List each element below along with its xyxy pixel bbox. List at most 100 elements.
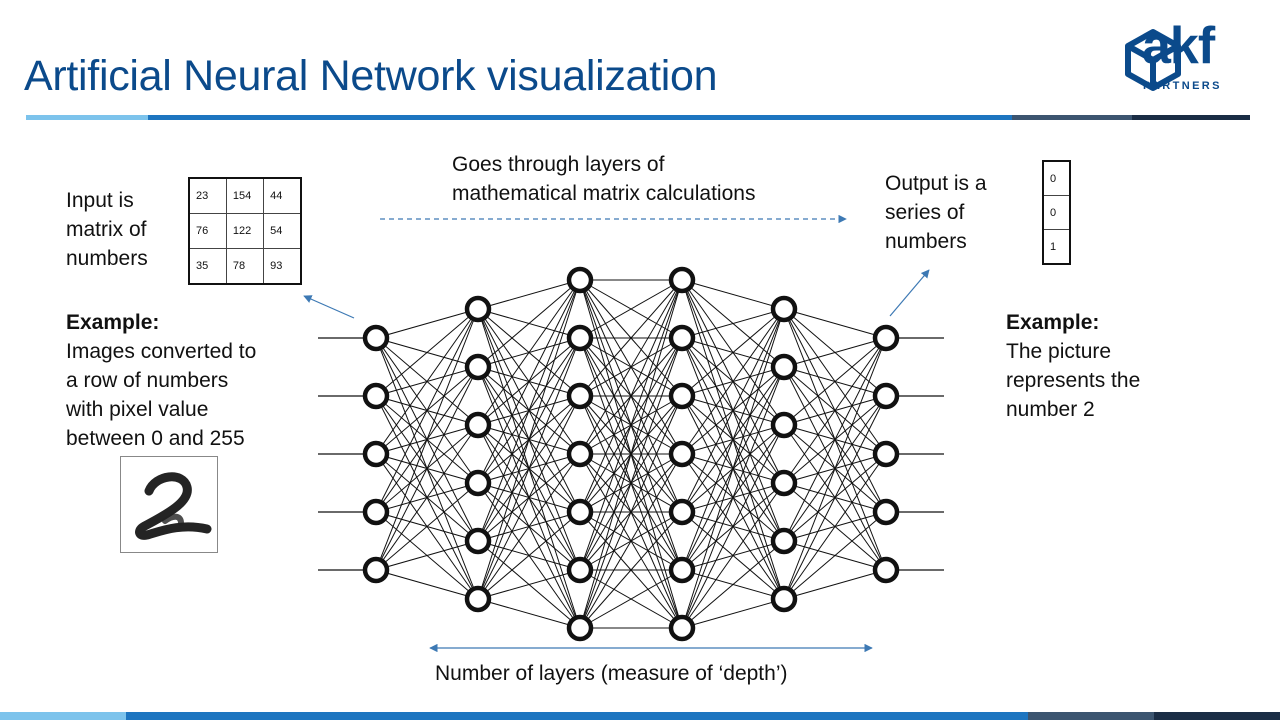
network-edge bbox=[681, 279, 785, 310]
neuron-node-layer-2 bbox=[464, 295, 492, 323]
brand-subtitle: PARTNERS bbox=[1143, 80, 1222, 92]
matrix-cell: 154 bbox=[225, 177, 265, 214]
network-edge bbox=[477, 453, 581, 600]
network-edge bbox=[681, 598, 785, 629]
network-edge bbox=[579, 569, 683, 629]
neuron-node-layer-4 bbox=[668, 498, 696, 526]
neuron-node-layer-6 bbox=[872, 440, 900, 468]
right-example: Example: The picture represents the numb… bbox=[1006, 308, 1140, 424]
input-pointer-arrow bbox=[303, 295, 355, 319]
neuron-node-layer-3 bbox=[566, 614, 594, 642]
neuron-node-layer-4 bbox=[668, 440, 696, 468]
neuron-node-layer-4 bbox=[668, 324, 696, 352]
matrix-cell: 78 bbox=[225, 248, 265, 285]
footer-bar-mid bbox=[126, 712, 1028, 720]
network-edge bbox=[681, 540, 785, 629]
matrix-cell: 35 bbox=[188, 248, 227, 285]
network-edge bbox=[477, 279, 581, 426]
network-edge bbox=[579, 453, 683, 629]
matrix-cell: 54 bbox=[263, 213, 302, 249]
network-edge bbox=[579, 279, 683, 571]
matrix-row: 76 122 54 bbox=[188, 213, 302, 249]
neuron-node-layer-1 bbox=[362, 498, 390, 526]
neuron-node-layer-4 bbox=[668, 556, 696, 584]
network-edge bbox=[681, 308, 785, 629]
network-edge bbox=[783, 337, 887, 426]
neuron-node-layer-3 bbox=[566, 498, 594, 526]
matrix-row: 35 78 93 bbox=[188, 248, 302, 285]
network-edge bbox=[477, 279, 581, 542]
footer-bar-dark bbox=[1028, 712, 1154, 720]
network-edge bbox=[681, 308, 785, 339]
vector-cell: 1 bbox=[1042, 229, 1071, 265]
network-edge bbox=[783, 308, 887, 339]
network-edge bbox=[783, 395, 887, 600]
input-label: Input is matrix of numbers bbox=[66, 189, 148, 270]
network-edge bbox=[477, 569, 581, 600]
network-edge bbox=[579, 279, 683, 629]
matrix-cell: 93 bbox=[263, 248, 302, 285]
network-edge bbox=[681, 366, 785, 629]
network-edge bbox=[579, 511, 683, 629]
neuron-node-layer-2 bbox=[464, 585, 492, 613]
header-bar-dark bbox=[1012, 115, 1132, 120]
network-edge bbox=[375, 424, 479, 571]
neuron-node-layer-1 bbox=[362, 440, 390, 468]
digit-two-icon bbox=[135, 472, 212, 540]
network-edge bbox=[477, 598, 581, 629]
neuron-node-layer-1 bbox=[362, 324, 390, 352]
matrix-cell: 23 bbox=[188, 177, 227, 214]
neuron-node-layer-2 bbox=[464, 411, 492, 439]
depth-label: Number of layers (measure of ‘depth’) bbox=[435, 662, 788, 685]
neuron-node-layer-3 bbox=[566, 556, 594, 584]
neuron-node-layer-4 bbox=[668, 266, 696, 294]
footer-bar-light bbox=[0, 712, 126, 720]
neuron-node-layer-4 bbox=[668, 614, 696, 642]
network-edge bbox=[375, 482, 479, 571]
example-heading: Example: bbox=[1006, 311, 1100, 334]
matrix-cell: 44 bbox=[263, 177, 302, 214]
network-edge bbox=[783, 511, 887, 600]
network-edge bbox=[477, 279, 581, 310]
network-edge bbox=[783, 337, 887, 600]
network-edge bbox=[477, 511, 581, 600]
network-edge bbox=[681, 424, 785, 629]
network-edge bbox=[375, 308, 479, 571]
network-edge bbox=[681, 308, 785, 513]
network-edge bbox=[375, 366, 479, 571]
network-edge bbox=[477, 337, 581, 600]
neuron-node-layer-3 bbox=[566, 382, 594, 410]
network-edge bbox=[579, 279, 683, 397]
header-bar-mid bbox=[148, 115, 1012, 120]
network-edge bbox=[579, 279, 683, 339]
neuron-node-layer-3 bbox=[566, 440, 594, 468]
neuron-node-layer-5 bbox=[770, 469, 798, 497]
brand-name: akf bbox=[1142, 17, 1215, 75]
neuron-node-layer-2 bbox=[464, 353, 492, 381]
footer-bar-navy bbox=[1154, 712, 1280, 720]
network-edge bbox=[375, 308, 479, 513]
handwritten-digit-image bbox=[120, 456, 218, 553]
network-edge bbox=[375, 308, 479, 455]
output-pointer-arrow bbox=[889, 269, 930, 317]
neuron-node-layer-4 bbox=[668, 382, 696, 410]
network-edge bbox=[783, 337, 887, 484]
matrix-cell: 122 bbox=[225, 213, 265, 249]
network-edge bbox=[375, 569, 479, 600]
network-edge bbox=[477, 279, 581, 368]
neuron-node-layer-5 bbox=[770, 585, 798, 613]
network-edge bbox=[783, 337, 887, 542]
neuron-node-layer-2 bbox=[464, 469, 492, 497]
network-edge bbox=[681, 482, 785, 629]
network-edge bbox=[579, 395, 683, 629]
network-edge bbox=[783, 337, 887, 368]
neuron-node-layer-5 bbox=[770, 527, 798, 555]
network-edge bbox=[477, 395, 581, 600]
network-edge bbox=[375, 540, 479, 571]
neuron-node-layer-1 bbox=[362, 556, 390, 584]
neuron-node-layer-6 bbox=[872, 382, 900, 410]
network-edge bbox=[477, 279, 581, 484]
example-heading: Example: bbox=[66, 311, 160, 334]
neuron-node-layer-6 bbox=[872, 556, 900, 584]
